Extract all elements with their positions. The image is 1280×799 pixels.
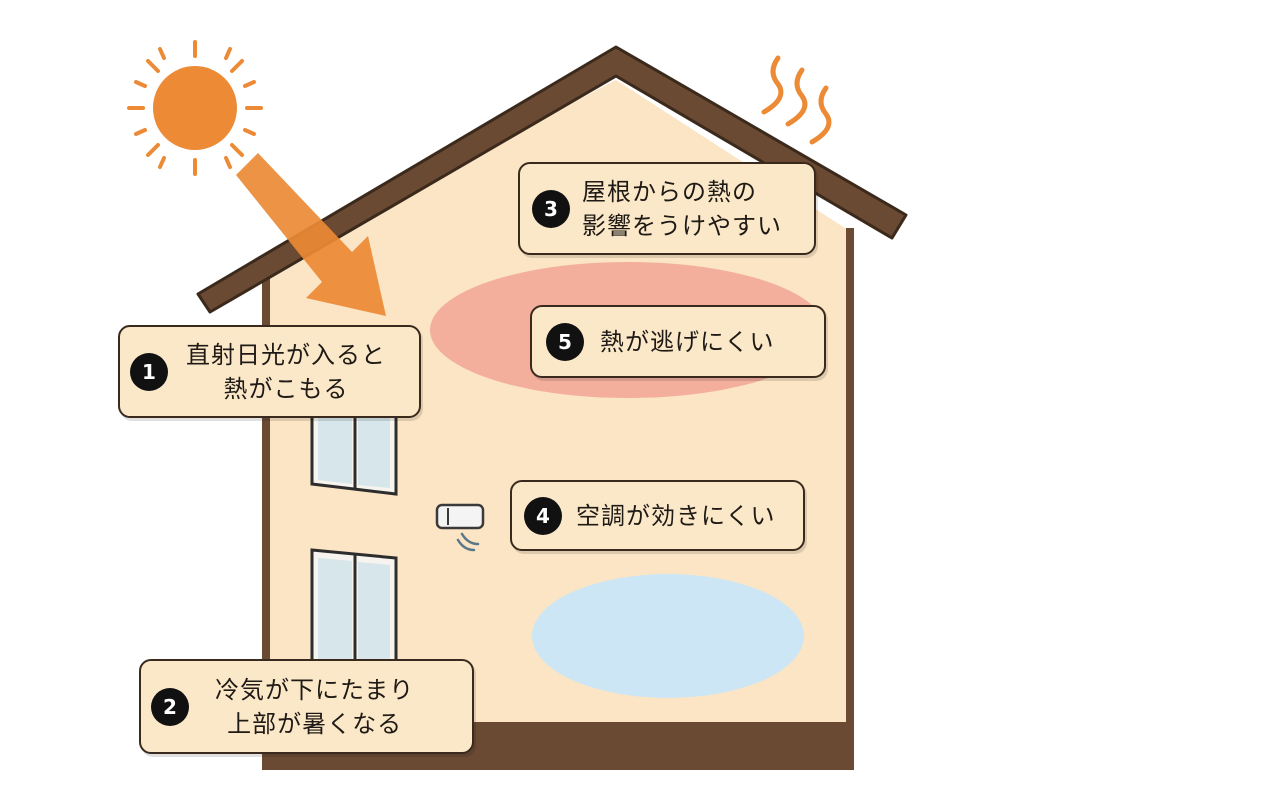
callout-heat-trapped: 5 熱が逃げにくい bbox=[530, 305, 826, 378]
callout-number-badge: 4 bbox=[524, 496, 562, 535]
callout-number-badge: 5 bbox=[546, 322, 584, 361]
callout-line: 屋根からの熱の bbox=[582, 177, 757, 206]
callout-number-badge: 2 bbox=[151, 687, 189, 726]
callout-line: 空調が効きにくい bbox=[576, 501, 776, 530]
air-conditioner-icon bbox=[435, 503, 485, 552]
callout-text: 空調が効きにくい bbox=[576, 499, 776, 533]
sunlight-arrow-icon bbox=[236, 153, 386, 316]
wall-left-border bbox=[262, 270, 270, 770]
callout-line: 冷気が下にたまり bbox=[215, 675, 415, 704]
callout-line: 熱がこもる bbox=[223, 374, 349, 403]
callout-text: 屋根からの熱の 影響をうけやすい bbox=[582, 175, 782, 243]
callout-cold-air-pooling: 2 冷気が下にたまり 上部が暑くなる bbox=[139, 659, 474, 754]
callout-line: 直射日光が入ると bbox=[186, 340, 386, 369]
callout-line: 上部が暑くなる bbox=[227, 709, 403, 738]
callout-line: 影響をうけやすい bbox=[582, 211, 782, 240]
callout-line: 熱が逃げにくい bbox=[600, 327, 775, 356]
heat-wave-icon bbox=[761, 55, 832, 145]
callout-number-badge: 3 bbox=[532, 189, 570, 228]
wall-right-border bbox=[846, 228, 854, 770]
callout-roof-heat: 3 屋根からの熱の 影響をうけやすい bbox=[518, 162, 816, 255]
callout-ac-ineffective: 4 空調が効きにくい bbox=[510, 480, 805, 551]
callout-text: 直射日光が入ると 熱がこもる bbox=[186, 338, 386, 406]
cool-air-zone bbox=[532, 574, 804, 698]
callout-number-badge: 1 bbox=[130, 352, 168, 391]
callout-direct-sunlight: 1 直射日光が入ると 熱がこもる bbox=[118, 325, 421, 418]
upper-window bbox=[310, 396, 398, 496]
callout-text: 熱が逃げにくい bbox=[600, 325, 775, 359]
sun-icon bbox=[127, 40, 263, 176]
callout-text: 冷気が下にたまり 上部が暑くなる bbox=[215, 673, 414, 741]
roof bbox=[196, 45, 908, 314]
